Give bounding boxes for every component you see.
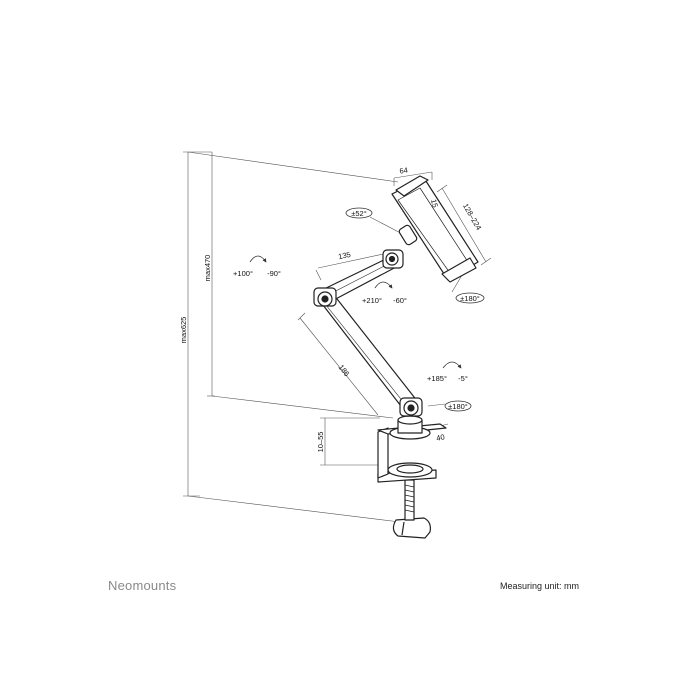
overall-height-label: max625 (179, 317, 188, 344)
upper-arm-label: 135 (337, 250, 351, 261)
dimension-lines (183, 151, 492, 523)
rotation-arrows (249, 207, 485, 412)
elbow-minus-label: -60° (393, 296, 407, 305)
elbow-plus-label: +210° (362, 296, 382, 305)
holder-tilt-label: ±52° (351, 209, 366, 218)
arm-height-label: max470 (203, 255, 212, 282)
holder-lip-label: 15 (429, 198, 440, 208)
base-plus-label: +185° (427, 374, 447, 383)
lower-arm-label: 186 (337, 363, 352, 378)
base-minus-label: -5° (458, 374, 468, 383)
mount-illustration (313, 175, 479, 539)
holder-range-label: 128–224 (461, 202, 483, 232)
measuring-unit-note: Measuring unit: mm (500, 581, 580, 591)
clamp-range-label: 10–55 (316, 432, 325, 453)
brand-logo-text: Neomounts (108, 578, 177, 593)
base-depth-label: 40 (435, 432, 445, 443)
holder-rotate-label: ±180° (460, 294, 480, 303)
mid-joint-plus-label: +100° (233, 269, 253, 278)
base-swivel-label: ±180° (448, 402, 468, 411)
mid-joint-minus-label: -90° (267, 269, 281, 278)
holder-width-label: 64 (399, 165, 409, 175)
